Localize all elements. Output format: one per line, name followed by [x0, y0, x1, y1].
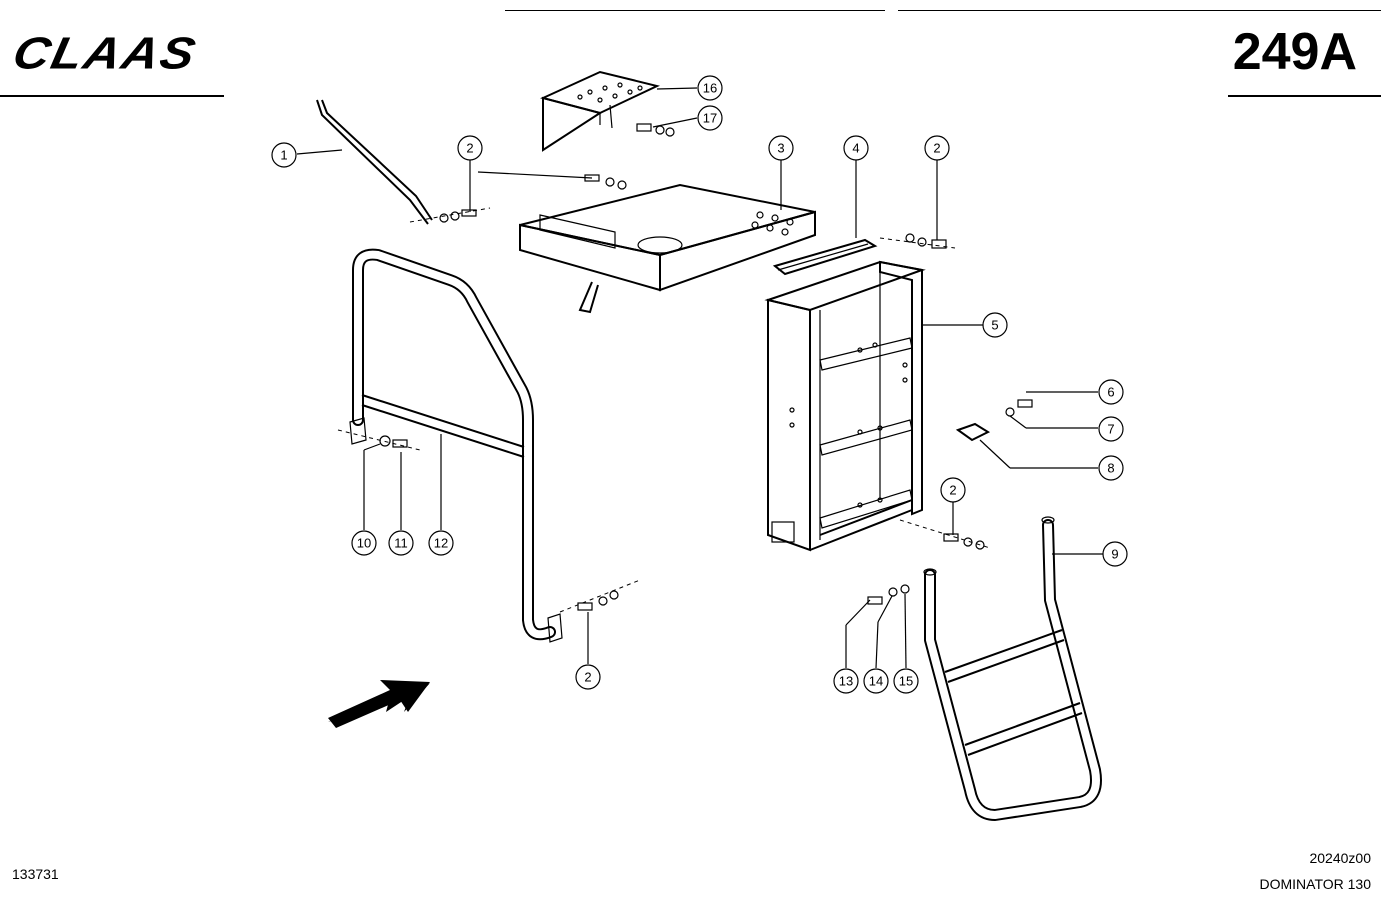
callout-12: 12	[428, 530, 454, 556]
header-rule-left	[0, 95, 224, 97]
svg-text:4: 4	[852, 141, 859, 156]
part-brace	[316, 99, 491, 225]
part-ladder	[923, 516, 1102, 821]
svg-text:2: 2	[949, 483, 956, 498]
part-bolt-17	[636, 123, 675, 137]
callout-16: 16	[697, 75, 723, 101]
svg-text:8: 8	[1107, 461, 1114, 476]
svg-text:9: 9	[1111, 547, 1118, 562]
part-platform	[519, 174, 816, 314]
top-rule-center	[505, 10, 885, 11]
svg-text:5: 5	[991, 318, 998, 333]
callout-14: 14	[863, 668, 889, 694]
callout-17: 17	[697, 105, 723, 131]
svg-text:7: 7	[1107, 422, 1114, 437]
direction-arrow-head	[328, 680, 430, 728]
part-step-plate	[540, 70, 660, 152]
model-name: DOMINATOR 130	[1259, 876, 1371, 892]
callout-15: 15	[893, 668, 919, 694]
callout-5: 5	[982, 312, 1008, 338]
top-rule-right	[898, 10, 1381, 11]
callouts: 1 2 3 4 2 5 6 7 8 2 9 10 11 12 2 13 14 1…	[271, 75, 1128, 694]
part-fasteners-13-14-15	[867, 584, 910, 605]
svg-text:10: 10	[357, 536, 371, 551]
callout-2b: 2	[924, 135, 950, 161]
svg-text:3: 3	[777, 141, 784, 156]
svg-text:2: 2	[584, 670, 591, 685]
svg-text:1: 1	[280, 148, 287, 163]
callout-2c: 2	[940, 477, 966, 503]
part-bolt-set-lower-right	[899, 519, 991, 550]
svg-text:11: 11	[394, 536, 408, 551]
reference-code: 20240z00	[1309, 850, 1371, 866]
callout-9: 9	[1102, 541, 1128, 567]
part-handrail	[337, 248, 641, 643]
callout-1: 1	[271, 142, 297, 168]
callout-10: 10	[351, 530, 377, 556]
callout-11: 11	[388, 530, 414, 556]
callout-2a: 2	[457, 135, 483, 161]
part-bolt-set-upper-right	[879, 233, 956, 249]
part-angle-bracket	[772, 238, 878, 276]
callout-2d: 2	[575, 664, 601, 690]
callout-8: 8	[1098, 455, 1124, 481]
leader-lines	[296, 87, 1103, 669]
callout-3: 3	[768, 135, 794, 161]
svg-text:12: 12	[434, 536, 448, 551]
callout-6: 6	[1098, 379, 1124, 405]
callout-13: 13	[833, 668, 859, 694]
svg-text:14: 14	[869, 674, 883, 689]
svg-text:2: 2	[933, 141, 940, 156]
svg-text:17: 17	[703, 111, 717, 126]
page-number: 249A	[1232, 23, 1357, 81]
svg-text:16: 16	[703, 81, 717, 96]
callout-4: 4	[843, 135, 869, 161]
part-fasteners-6-7-8	[955, 399, 1033, 442]
part-step-frame	[764, 260, 926, 552]
svg-text:13: 13	[839, 674, 853, 689]
header-rule-right	[1228, 95, 1381, 97]
document-number: 133731	[12, 866, 59, 882]
svg-text:15: 15	[899, 674, 913, 689]
callout-7: 7	[1098, 416, 1124, 442]
svg-text:2: 2	[466, 141, 473, 156]
svg-text:6: 6	[1107, 385, 1114, 400]
